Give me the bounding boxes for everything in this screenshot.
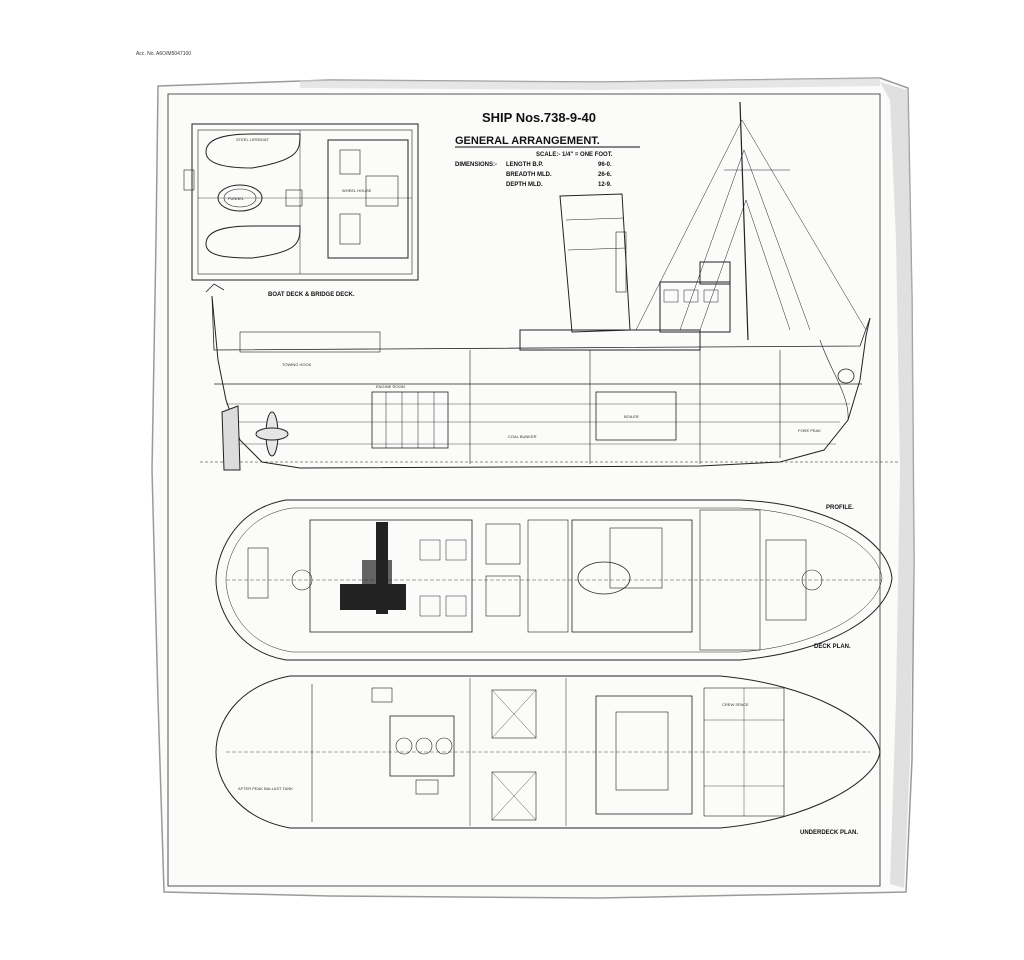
label-boat-deck: BOAT DECK & BRIDGE DECK. xyxy=(268,292,355,298)
dimension-depth: DEPTH MLD. xyxy=(506,182,543,188)
note-fore-peak: FORE PEAK xyxy=(798,428,821,433)
general-arrangement-title: GENERAL ARRANGEMENT. xyxy=(455,135,600,147)
towing-hook-mark xyxy=(340,522,406,614)
note-crew-space: CREW SPACE xyxy=(722,702,749,707)
deck-plan-view xyxy=(215,499,893,661)
note-after-peak: AFTER PEAK BALLAST TANK xyxy=(238,786,293,791)
dimension-breadth: BREADTH MLD. xyxy=(506,172,552,178)
profile-view xyxy=(200,101,900,471)
note-towing-hook: TOWING HOOK xyxy=(282,362,312,367)
label-underdeck-plan: UNDERDECK PLAN. xyxy=(800,830,858,836)
drawing-border xyxy=(167,93,881,887)
note-coal-bunker: COAL BUNKER xyxy=(508,434,537,439)
note-engine-room: ENGINE ROOM xyxy=(376,384,405,389)
dimensions-label: DIMENSIONS:- xyxy=(455,162,497,168)
dimension-length: LENGTH B.P. xyxy=(506,162,544,168)
dimension-depth-value: 12-9. xyxy=(598,182,612,188)
label-profile: PROFILE. xyxy=(826,505,854,511)
dimension-breadth-value: 26-6. xyxy=(598,172,612,178)
underdeck-plan-view xyxy=(215,675,881,829)
label-deck-plan: DECK PLAN. xyxy=(814,644,851,650)
dimension-length-value: 96-0. xyxy=(598,162,612,168)
accession-number: Acc. No. A6O/M5047100 xyxy=(136,51,192,57)
note-funnel: FUNNEL xyxy=(228,196,245,201)
paper-edge-stain xyxy=(880,82,914,888)
ship-number: SHIP Nos.738-9-40 xyxy=(482,110,596,125)
boat-deck-plan xyxy=(183,123,419,281)
title-block: SHIP Nos.738-9-40 GENERAL ARRANGEMENT. S… xyxy=(455,110,640,188)
scale-label: SCALE:- 1/4" = ONE FOOT. xyxy=(536,152,613,158)
note-steel-lifeboat: STEEL LIFEBOAT xyxy=(236,137,269,142)
paper-edge-stain-top xyxy=(300,78,880,90)
note-boiler: BOILER xyxy=(624,414,639,419)
note-wheel-house: WHEEL HOUSE xyxy=(342,188,372,193)
